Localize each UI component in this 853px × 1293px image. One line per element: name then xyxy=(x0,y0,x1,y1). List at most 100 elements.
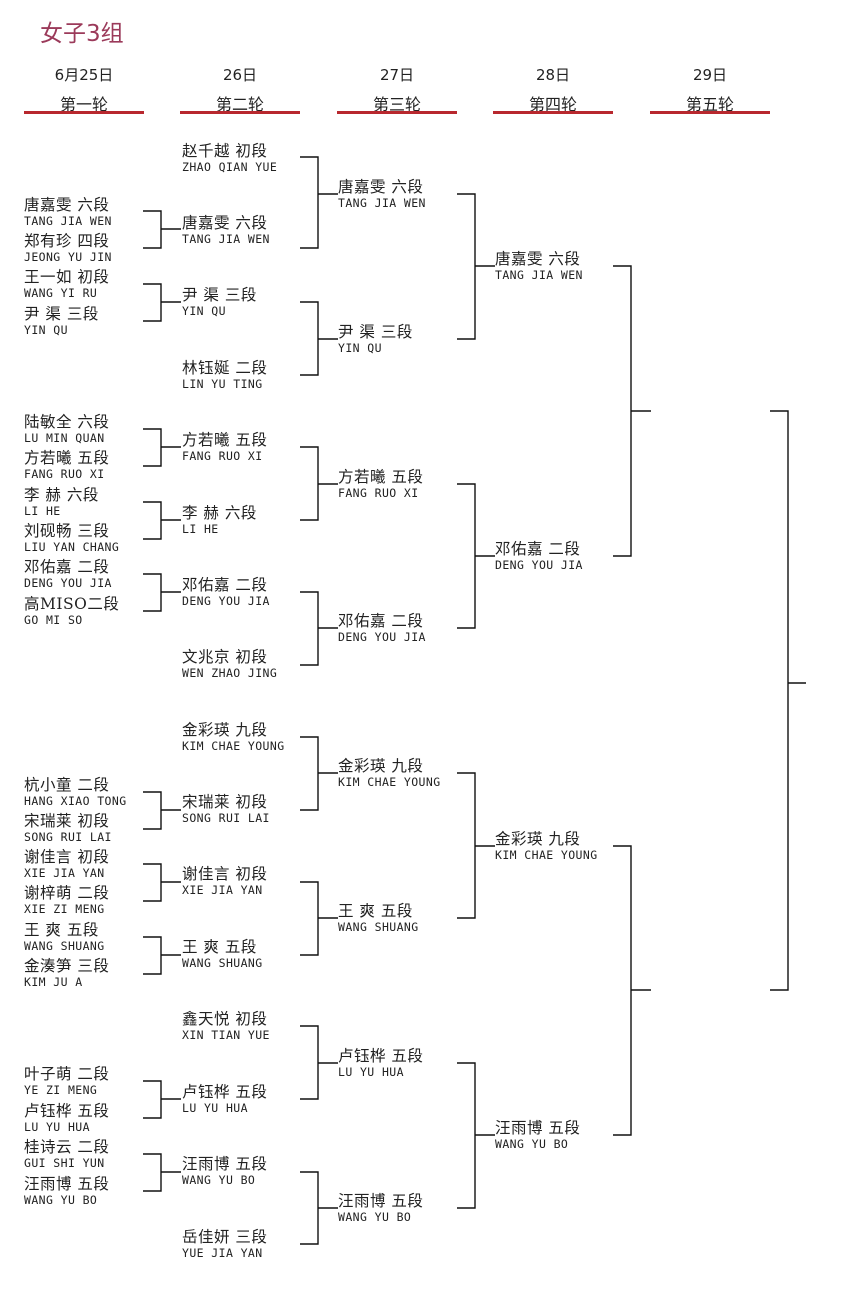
player-name: 唐嘉雯 六段 xyxy=(495,250,581,268)
round-date: 27日 xyxy=(379,66,415,84)
player-name: 金彩瑛 九段 xyxy=(495,830,581,848)
player-romanized: LI HE xyxy=(24,504,61,518)
player-romanized: HANG XIAO TONG xyxy=(24,794,127,808)
round-name: 第二轮 xyxy=(215,95,264,114)
round-date: 6月25日 xyxy=(54,66,114,84)
player-name: 方若曦 五段 xyxy=(182,431,268,449)
player-name: 唐嘉雯 六段 xyxy=(338,178,424,196)
player-name: 叶子萌 二段 xyxy=(24,1065,110,1083)
player-name: 赵千越 初段 xyxy=(182,142,268,160)
player-romanized: KIM JU A xyxy=(24,975,83,989)
player-romanized: WANG YU BO xyxy=(182,1173,256,1187)
player-romanized: SONG RUI LAI xyxy=(182,811,270,825)
player-name: 邓佑嘉 二段 xyxy=(24,558,110,576)
player-name: 林钰娫 二段 xyxy=(182,359,268,377)
player-name: 王一如 初段 xyxy=(24,268,110,286)
player-romanized: YIN QU xyxy=(24,323,68,337)
bracket-connector xyxy=(613,265,632,557)
player-name: 汪雨博 五段 xyxy=(24,1175,110,1193)
round-underline xyxy=(180,111,300,114)
player-romanized: XIE ZI MENG xyxy=(24,902,105,916)
player-name: 金彩瑛 九段 xyxy=(182,721,268,739)
player-name: 汪雨博 五段 xyxy=(338,1192,424,1210)
player-name: 邓佑嘉 二段 xyxy=(495,540,581,558)
player-romanized: WANG SHUANG xyxy=(182,956,263,970)
player-romanized: TANG JIA WEN xyxy=(338,196,426,210)
round-name: 第五轮 xyxy=(685,95,734,114)
player-romanized: KIM CHAE YOUNG xyxy=(338,775,441,789)
player-romanized: LU MIN QUAN xyxy=(24,431,105,445)
bracket-connector xyxy=(613,845,632,1136)
player-romanized: DENG YOU JIA xyxy=(495,558,583,572)
round-underline xyxy=(337,111,457,114)
bracket-connector xyxy=(457,193,476,340)
page-title: 女子3组 xyxy=(40,21,124,47)
player-name: 李 赫 六段 xyxy=(182,504,257,522)
player-romanized: FANG RUO XI xyxy=(182,449,263,463)
player-romanized: TANG JIA WEN xyxy=(495,268,583,282)
player-romanized: LU YU HUA xyxy=(338,1065,404,1079)
player-name: 王 爽 五段 xyxy=(182,938,257,956)
player-name: 宋瑞莱 初段 xyxy=(24,812,110,830)
player-name: 金湊笋 三段 xyxy=(24,957,110,975)
player-name: 尹 渠 三段 xyxy=(338,323,413,341)
round-date: 28日 xyxy=(535,66,571,84)
player-romanized: WEN ZHAO JING xyxy=(182,666,278,680)
player-name: 尹 渠 三段 xyxy=(24,305,99,323)
player-romanized: WANG YU BO xyxy=(338,1210,412,1224)
player-romanized: KIM CHAE YOUNG xyxy=(182,739,285,753)
bracket-connector xyxy=(457,772,476,919)
player-romanized: YIN QU xyxy=(182,304,226,318)
player-name: 汪雨博 五段 xyxy=(182,1155,268,1173)
player-romanized: FANG RUO XI xyxy=(24,467,105,481)
player-romanized: KIM CHAE YOUNG xyxy=(495,848,598,862)
player-romanized: LI HE xyxy=(182,522,219,536)
player-name: 李 赫 六段 xyxy=(24,486,99,504)
player-name: 汪雨博 五段 xyxy=(495,1119,581,1137)
player-romanized: YE ZI MENG xyxy=(24,1083,98,1097)
player-name: 陆敏全 六段 xyxy=(24,413,110,431)
player-name: 高MISO二段 xyxy=(24,595,120,613)
player-romanized: YUE JIA YAN xyxy=(182,1246,263,1260)
player-name: 唐嘉雯 六段 xyxy=(182,214,268,232)
player-name: 金彩瑛 九段 xyxy=(338,757,424,775)
player-romanized: WANG SHUANG xyxy=(338,920,419,934)
round-underline xyxy=(650,111,770,114)
player-romanized: TANG JIA WEN xyxy=(182,232,270,246)
player-name: 王 爽 五段 xyxy=(24,921,99,939)
player-name: 卢钰桦 五段 xyxy=(24,1102,110,1120)
